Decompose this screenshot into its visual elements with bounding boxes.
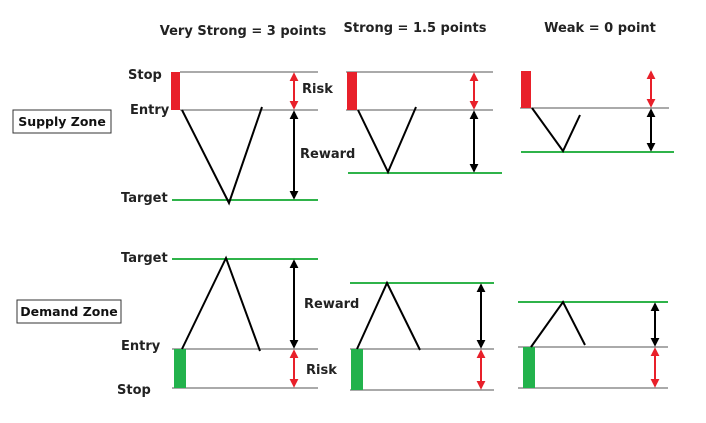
demand-reward-label: Reward [304,297,359,312]
price-path [531,107,581,153]
supply-stop-label: Stop [128,68,162,83]
supply-zone-box: Supply Zone [12,109,112,134]
demand-weak-pattern [518,300,668,389]
price-path [181,255,261,352]
demand-block [174,349,186,388]
demand-strong-pattern [350,280,494,391]
demand-entry-label: Entry [121,339,161,354]
demand-block [523,347,535,388]
supply-reward-label: Reward [300,147,355,162]
supply-block [521,71,531,108]
supply-block [171,72,180,110]
supply-risk-label: Risk [302,82,333,97]
price-path [181,106,263,206]
header-weak: Weak = 0 point [544,21,656,36]
supply-block [347,72,357,110]
demand-very-strong-pattern: Target Entry Stop Reward Risk [117,251,359,398]
supply-target-label: Target [121,191,168,206]
supply-weak-pattern [520,70,674,153]
supply-entry-label: Entry [130,103,170,118]
demand-block [351,349,363,390]
price-path [530,300,586,348]
demand-zone-box: Demand Zone [16,299,122,324]
demand-risk-label: Risk [306,363,337,378]
price-path [357,106,417,175]
supply-very-strong-pattern: Stop Entry Target Risk Reward [121,68,355,206]
demand-zone-label: Demand Zone [20,304,118,319]
demand-stop-label: Stop [117,383,151,398]
demand-target-label: Target [121,251,168,266]
header-very-strong: Very Strong = 3 points [160,24,327,39]
supply-zone-label: Supply Zone [18,114,106,129]
price-path [356,280,421,351]
header-strong: Strong = 1.5 points [344,21,487,36]
supply-strong-pattern [346,71,502,175]
